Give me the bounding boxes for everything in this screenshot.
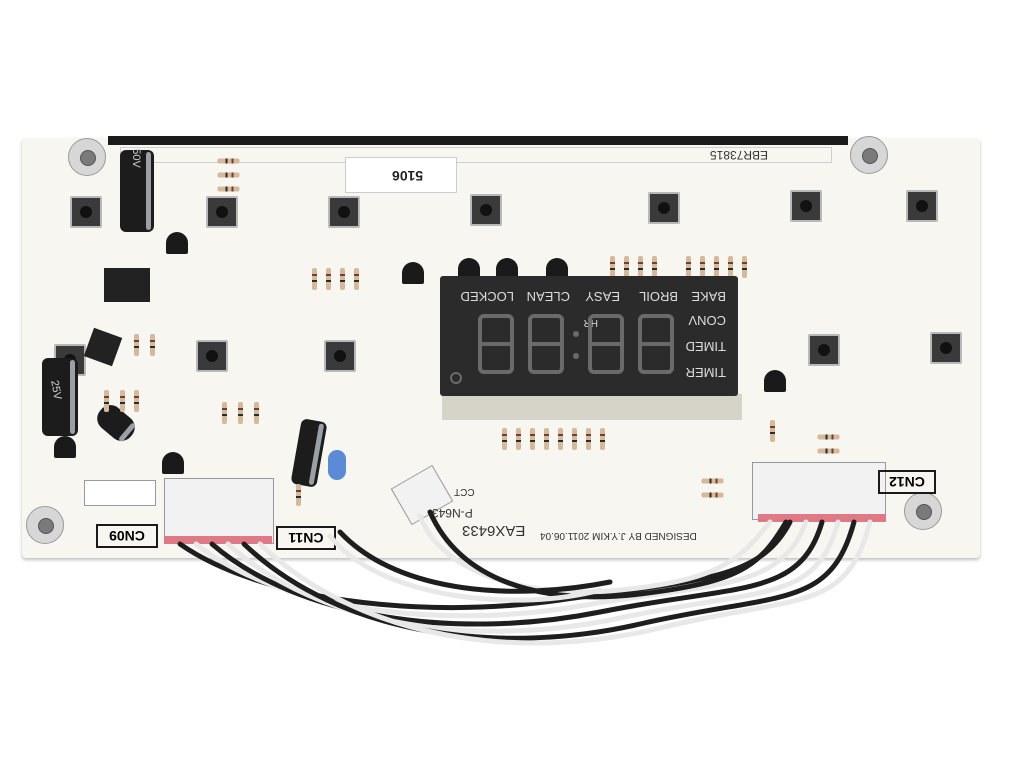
- resistor: [340, 268, 345, 290]
- transistor-2: [402, 262, 424, 284]
- display-label-conv: CONV: [688, 313, 726, 328]
- electrolytic-capacitor-top: [120, 150, 154, 232]
- tact-switch-7: [906, 190, 938, 222]
- resistor: [502, 428, 507, 450]
- mount-hole-top-right: [850, 136, 888, 174]
- vfd-display: BAKE BROIL EASY CLEAN LOCKED CONV TIMED …: [440, 276, 738, 396]
- mount-hole-top-left: [68, 138, 106, 176]
- transistor-6: [764, 370, 786, 392]
- mount-hole-bottom-left: [26, 506, 64, 544]
- tact-switch-5: [648, 192, 680, 224]
- connector-plug-right: [752, 462, 886, 520]
- connector-header-cn09: [84, 480, 156, 506]
- resistor: [354, 268, 359, 290]
- display-label-broil: BROIL: [639, 289, 678, 304]
- resistor: [714, 256, 719, 278]
- resistor: [254, 402, 259, 424]
- resistor: [530, 428, 535, 450]
- resistor: [558, 428, 563, 450]
- resistor: [686, 256, 691, 278]
- resistor: [586, 428, 591, 450]
- display-label-easy: EASY: [585, 289, 620, 304]
- transistor-3: [458, 258, 480, 280]
- resistor: [638, 256, 643, 278]
- display-label-locked: LOCKED: [461, 289, 514, 304]
- transistor-5: [546, 258, 568, 280]
- resistor: [544, 428, 549, 450]
- resistor: [120, 390, 125, 412]
- tact-switch-11: [930, 332, 962, 364]
- resistor: [624, 256, 629, 278]
- tact-switch-1: [70, 196, 102, 228]
- resistor: [700, 256, 705, 278]
- resistor: [134, 390, 139, 412]
- tact-switch-2: [206, 196, 238, 228]
- ic-chip: [104, 268, 150, 302]
- resistor: [516, 428, 521, 450]
- resistor: [222, 402, 227, 424]
- tact-switch-3: [328, 196, 360, 228]
- resistor: [770, 420, 775, 442]
- tact-switch-8: [196, 340, 228, 372]
- electrolytic-capacitor-left: [42, 358, 78, 436]
- connector-plug-left-pink: [164, 536, 272, 544]
- transistor-8: [162, 452, 184, 474]
- resistor: [312, 268, 317, 290]
- resistor: [610, 256, 615, 278]
- resistor: [296, 484, 301, 506]
- tact-switch-4: [470, 194, 502, 226]
- board-top-bar: [108, 136, 848, 145]
- blue-capacitor: [328, 450, 346, 480]
- display-base: [442, 394, 742, 420]
- transistor-4: [496, 258, 518, 280]
- resistor: [326, 268, 331, 290]
- resistor: [572, 428, 577, 450]
- resistor: [600, 428, 605, 450]
- resistor: [742, 256, 747, 278]
- resistor: [104, 390, 109, 412]
- display-label-bake: BAKE: [691, 289, 726, 304]
- resistor: [134, 334, 139, 356]
- resistor: [150, 334, 155, 356]
- mount-hole-bottom-right: [904, 492, 942, 530]
- barcode-label: [345, 157, 457, 193]
- display-label-clean: CLEAN: [527, 289, 570, 304]
- resistor: [728, 256, 733, 278]
- tact-switch-6: [790, 190, 822, 222]
- seven-segment-digits: [478, 314, 674, 374]
- transistor-1: [166, 232, 188, 254]
- transistor-7: [54, 436, 76, 458]
- resistor: [238, 402, 243, 424]
- tact-switch-10: [808, 334, 840, 366]
- resistor: [652, 256, 657, 278]
- display-label-timed: TIMED: [686, 339, 726, 354]
- connector-plug-right-pink: [758, 514, 886, 522]
- tact-switch-9: [324, 340, 356, 372]
- display-graphic: BAKE BROIL EASY CLEAN LOCKED CONV TIMED …: [450, 289, 726, 384]
- connector-plug-left: [164, 478, 274, 544]
- display-label-timer: TIMER: [686, 365, 726, 380]
